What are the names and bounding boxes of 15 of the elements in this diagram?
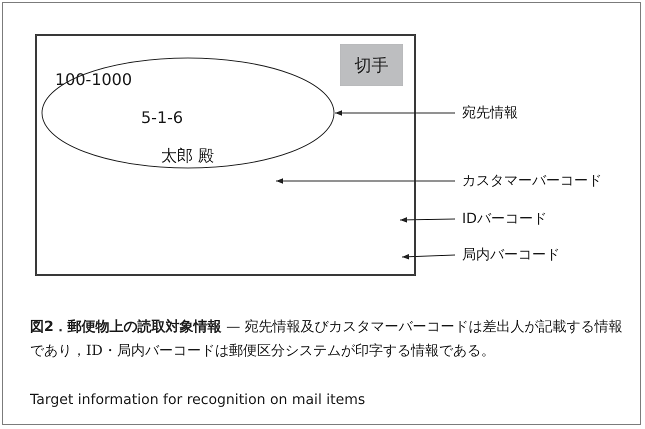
callout-label: IDバーコード (455, 210, 547, 228)
leader-line (400, 217, 456, 223)
envelope-outline (35, 34, 416, 276)
leader-line (334, 110, 456, 116)
stamp-box: 切手 (340, 44, 403, 86)
address-ellipse (41, 57, 335, 169)
callout-label: カスタマーバーコード (455, 172, 602, 190)
figure-caption: 図2．郵便物上の読取対象情報 — 宛先情報及びカスタマーバーコードは差出人が記載する情報であり，ID・局内バーコードは郵便区分システムが印字する情報である。 (30, 318, 624, 361)
address-text: 5-1-6 (141, 110, 184, 126)
callout-label: 宛先情報 (455, 104, 518, 122)
leader-line (402, 254, 456, 260)
callout-label: 局内バーコード (455, 246, 560, 264)
english-caption: Target information for recognition on mail items (30, 392, 366, 408)
address-text: 太郎 殿 (161, 148, 214, 164)
leader-line (276, 178, 456, 184)
